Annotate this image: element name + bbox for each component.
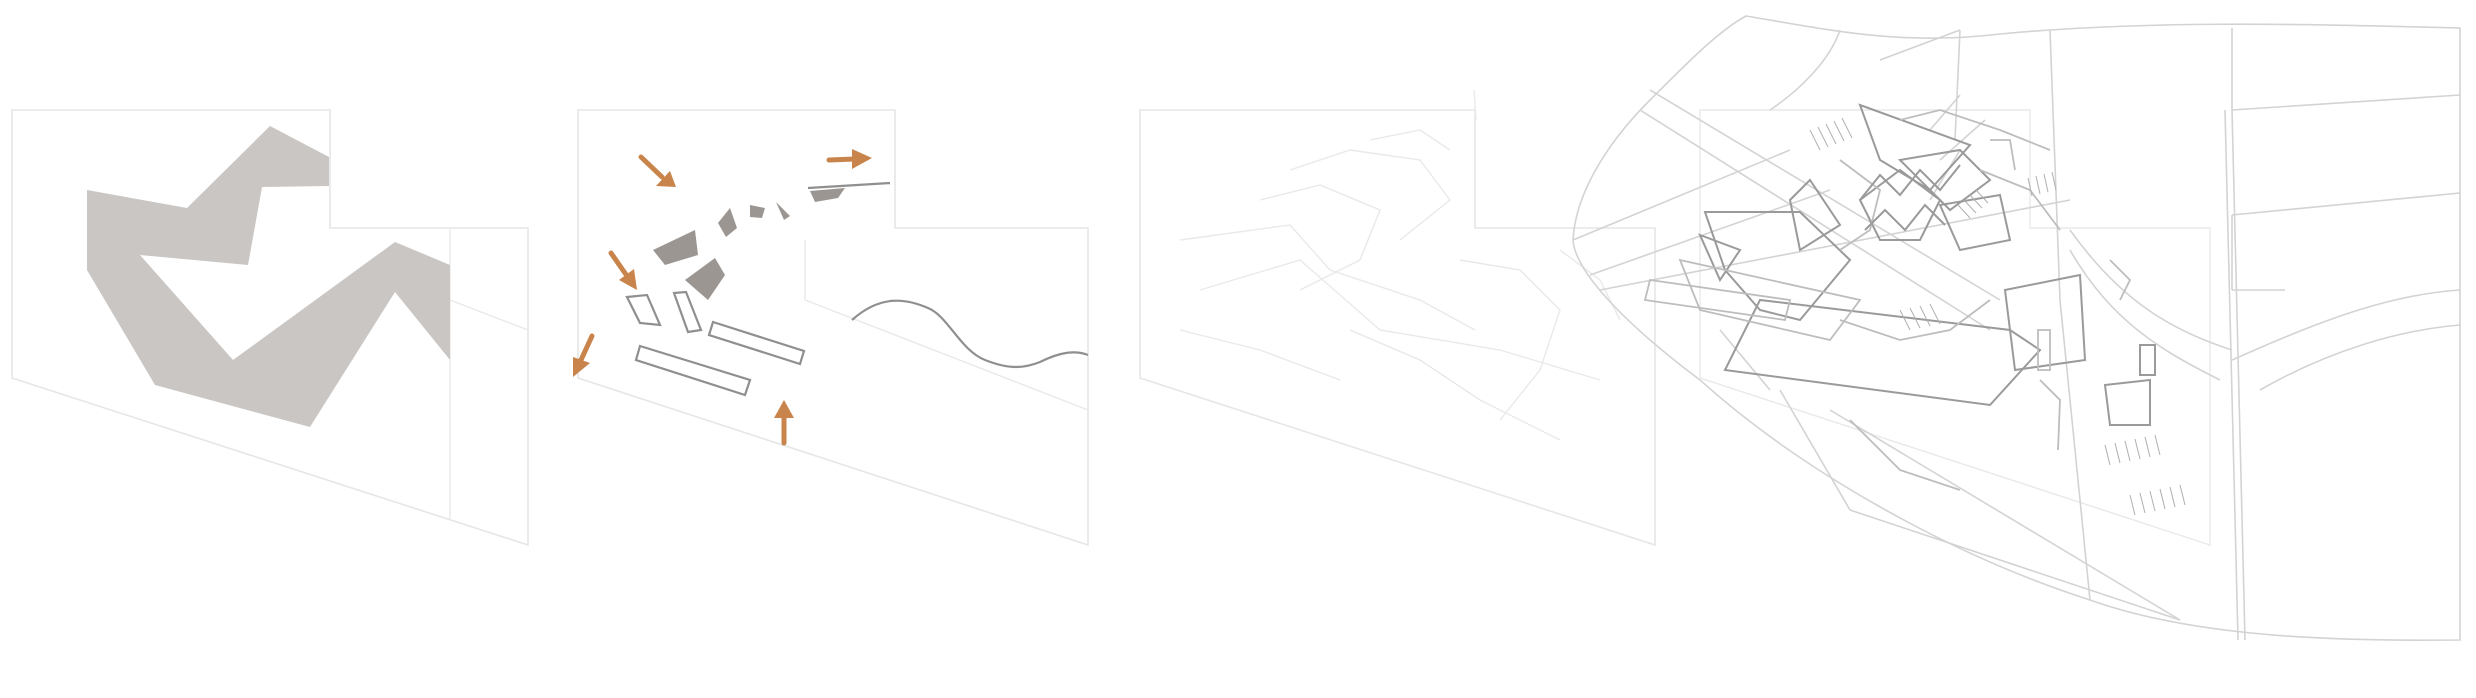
ghost-plan-panel [1139, 89, 1656, 547]
diagonal-roads [1572, 29, 2181, 621]
site-boundary [1572, 15, 2461, 642]
arrow-up-bottom [774, 400, 794, 446]
panel-4-frame [1699, 109, 2211, 546]
block-outline [634, 344, 752, 397]
building-cluster [1698, 103, 2156, 426]
ghost-plan-lines [1179, 89, 1621, 441]
panel-3-frame [1139, 109, 1656, 547]
building-block [1788, 178, 1842, 252]
road-lines [1954, 28, 2461, 641]
arrow-down-right-top [638, 154, 676, 187]
building-block [1858, 168, 1942, 241]
movement-arrows [573, 149, 872, 446]
outlined-blocks [625, 290, 806, 397]
fragmentation-panel [573, 109, 1089, 547]
building-mass-panel [11, 109, 529, 547]
building-mass-shape [87, 126, 450, 427]
building-block [1897, 148, 1992, 212]
fragment [810, 188, 845, 202]
panel-2-frame [577, 109, 1089, 547]
building-block [2103, 378, 2151, 426]
fragment [718, 208, 737, 237]
building-block [2003, 273, 2087, 372]
site-edge-curve [851, 299, 1089, 369]
zigzag-fragments [1859, 164, 1961, 232]
fragment [776, 202, 790, 220]
building-block [2139, 344, 2156, 376]
building-block [1723, 298, 2042, 407]
plan-details [1643, 109, 2132, 491]
building-block [1698, 233, 1742, 283]
site-plan-panel [1572, 15, 2461, 642]
block-outline [672, 290, 703, 334]
arrow-down-right-mid [608, 250, 637, 290]
block-outline [625, 293, 662, 327]
mass-fragments [653, 188, 845, 300]
block-outline [707, 320, 806, 366]
fragment [653, 230, 698, 265]
fragment [685, 258, 725, 300]
arrow-right-top [826, 149, 872, 169]
hatched-areas [1809, 117, 2186, 516]
arrow-down-left [573, 333, 595, 377]
fragment-line [807, 181, 891, 190]
building-block [1938, 193, 2012, 252]
fragment [750, 205, 765, 218]
